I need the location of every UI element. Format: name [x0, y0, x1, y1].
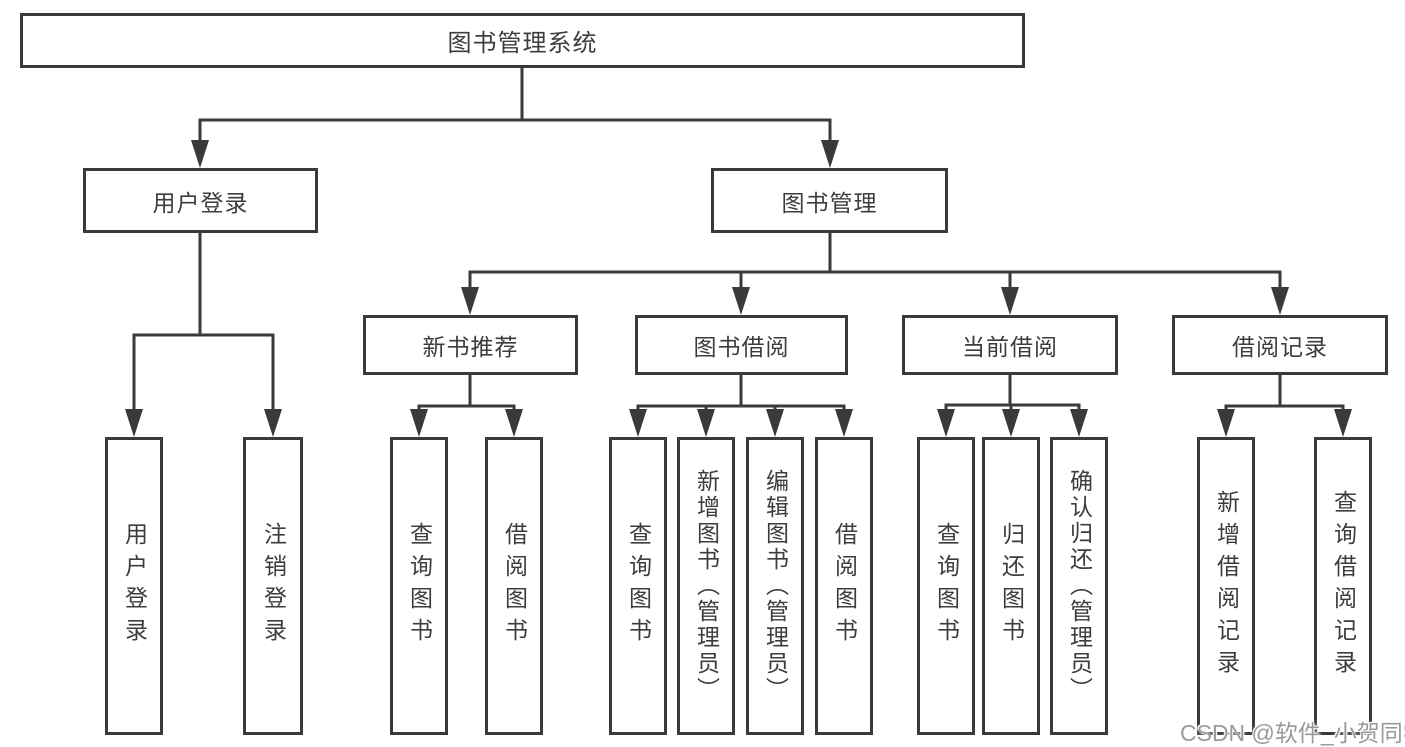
node-book-borrow: 图书借阅 — [635, 315, 848, 375]
leaf-bb-add-books-admin: 新增图书（管理员） — [677, 437, 735, 735]
leaf-bb-add-books-admin-label: 新增图书（管理员） — [693, 469, 720, 703]
connector-new-book-rec-branch — [410, 375, 523, 437]
connector-user-login-branch — [125, 233, 282, 437]
node-book-borrow-label: 图书借阅 — [693, 334, 790, 360]
leaf-bb-query-books: 查询图书 — [609, 437, 667, 735]
node-new-book-rec: 新书推荐 — [363, 315, 578, 375]
node-root-system-label: 图书管理系统 — [447, 30, 598, 57]
leaf-logout-label: 注销登录 — [260, 522, 287, 650]
node-borrow-records-label: 借阅记录 — [1232, 334, 1328, 360]
connector-root-to-level2 — [191, 68, 839, 168]
leaf-bb-borrow-books-label: 借阅图书 — [831, 522, 858, 650]
leaf-bb-query-books-label: 查询图书 — [625, 522, 652, 650]
node-root-system: 图书管理系统 — [20, 13, 1025, 68]
leaf-br-add-record-label: 新增借阅记录 — [1213, 490, 1240, 682]
leaf-user-login: 用户登录 — [105, 437, 163, 735]
node-book-mgmt-label: 图书管理 — [781, 189, 878, 216]
connector-current-borrow-branch — [937, 375, 1088, 437]
leaf-bb-edit-books-admin-label: 编辑图书（管理员） — [762, 469, 789, 703]
leaf-logout: 注销登录 — [243, 437, 303, 735]
leaf-nbr-query-books: 查询图书 — [390, 437, 448, 735]
leaf-bb-edit-books-admin: 编辑图书（管理员） — [746, 437, 804, 735]
node-current-borrow-label: 当前借阅 — [962, 334, 1058, 360]
leaf-br-query-record: 查询借阅记录 — [1314, 437, 1372, 735]
connector-borrow-records-branch — [1217, 375, 1352, 437]
connector-book-mgmt-branch — [461, 233, 1289, 315]
node-user-login-label: 用户登录 — [152, 189, 249, 216]
node-user-login: 用户登录 — [83, 168, 318, 233]
leaf-bb-borrow-books: 借阅图书 — [815, 437, 873, 735]
leaf-cb-confirm-return-admin: 确认归还（管理员） — [1050, 437, 1108, 735]
node-borrow-records: 借阅记录 — [1172, 315, 1388, 375]
leaf-cb-query-books-label: 查询图书 — [933, 522, 960, 650]
leaf-user-login-label: 用户登录 — [121, 522, 148, 650]
leaf-nbr-borrow-books: 借阅图书 — [485, 437, 543, 735]
leaf-br-add-record: 新增借阅记录 — [1197, 437, 1255, 735]
leaf-nbr-borrow-books-label: 借阅图书 — [501, 522, 528, 650]
leaf-cb-return-books-label: 归还图书 — [998, 522, 1025, 650]
connector-book-borrow-branch — [629, 375, 853, 437]
node-book-mgmt: 图书管理 — [711, 168, 948, 233]
leaf-cb-query-books: 查询图书 — [917, 437, 975, 735]
leaf-cb-confirm-return-admin-label: 确认归还（管理员） — [1066, 469, 1093, 703]
leaf-br-query-record-label: 查询借阅记录 — [1330, 490, 1357, 682]
leaf-cb-return-books: 归还图书 — [982, 437, 1040, 735]
node-current-borrow: 当前借阅 — [902, 315, 1118, 375]
node-new-book-rec-label: 新书推荐 — [422, 334, 519, 360]
leaf-nbr-query-books-label: 查询图书 — [406, 522, 433, 650]
